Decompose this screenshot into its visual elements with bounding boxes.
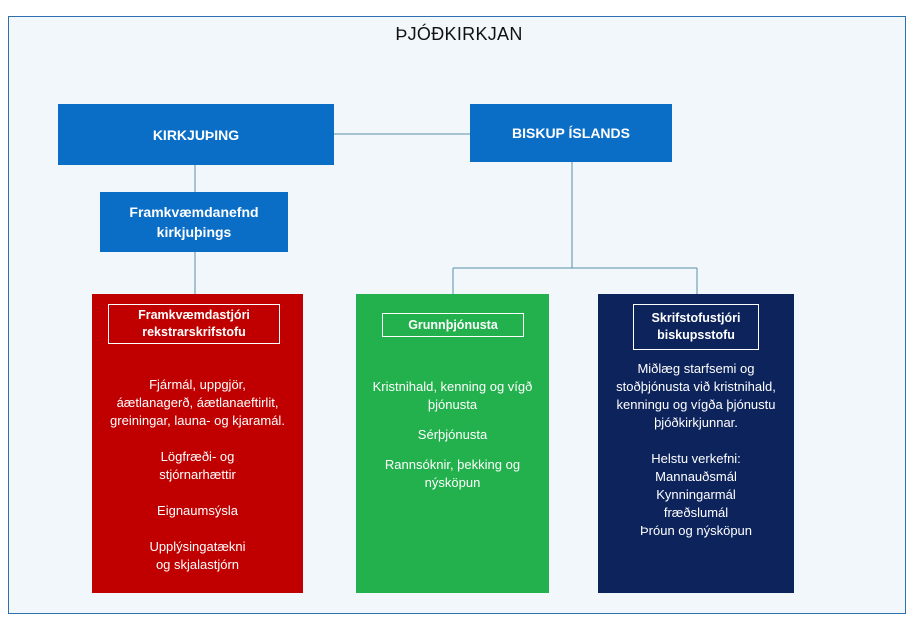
task-item: Kynningarmál: [656, 487, 736, 502]
kirkjuthing-label: KIRKJUÞING: [152, 126, 240, 143]
item-line: nýsköpun: [424, 475, 481, 490]
biskupsstofa-items: Miðlæg starfsemi og stoðþjónusta við kri…: [598, 360, 794, 540]
item-line: Sérþjónusta: [417, 427, 488, 442]
chart-title: ÞJÓÐKIRKJAN: [395, 24, 523, 44]
biskupsstofa-header: Skrifstofustjóri biskupsstofu: [633, 304, 759, 350]
grunnthjonusta-panel: Grunnþjónusta Kristnihald, kenning og ví…: [356, 294, 549, 593]
grunnthjonusta-header: Grunnþjónusta: [382, 313, 524, 337]
biskupsstofa-panel: Skrifstofustjóri biskupsstofu Miðlæg sta…: [598, 294, 794, 593]
item-line: greiningar, launa- og kjaramál.: [110, 413, 285, 428]
rekstrarskrifstofa-panel: Framkvæmdastjóri rekstrarskrifstofu Fjár…: [92, 294, 303, 593]
item-line: Kristnihald, kenning og vígð: [372, 379, 533, 394]
item-line: Upplýsingatækni: [149, 539, 246, 554]
item-line: áætlanagerð, áætlanaeftirlit,: [116, 395, 279, 410]
item-line: og skjalastjórn: [155, 557, 240, 572]
kirkjuthing-box: KIRKJUÞING: [58, 104, 334, 165]
description-line: stoðþjónusta við kristnihald,: [616, 379, 776, 394]
grunnthjonusta-items: Kristnihald, kenning og vígð þjónusta Sé…: [356, 378, 549, 492]
task-item: Þróun og nýsköpun: [639, 523, 753, 538]
header-line: rekstrarskrifstofu: [142, 325, 246, 339]
tasks-title: Helstu verkefni:: [651, 451, 741, 466]
description-line: Miðlæg starfsemi og: [637, 361, 755, 376]
item-line: Eignaumsýsla: [157, 503, 238, 518]
header-line: Skrifstofustjóri: [651, 311, 741, 325]
task-item: fræðslumál: [663, 505, 729, 520]
item-line: stjórnarhættir: [159, 467, 236, 482]
item-line: Lögfræði- og: [160, 449, 235, 464]
framkvaemdanefnd-label-line2: kirkjuþings: [156, 224, 232, 240]
biskup-islands-label: BISKUP ÍSLANDS: [512, 125, 630, 141]
biskup-islands-box: BISKUP ÍSLANDS: [470, 104, 672, 162]
description-line: þjóðkirkjunnar.: [654, 415, 738, 430]
item-line: þjónusta: [427, 397, 478, 412]
rekstrarskrifstofa-items: Fjármál, uppgjör, áætlanagerð, áætlanaef…: [92, 376, 303, 574]
framkvaemdanefnd-box: Framkvæmdanefnd kirkjuþings: [100, 192, 288, 252]
rekstrarskrifstofa-header: Framkvæmdastjóri rekstrarskrifstofu: [108, 304, 280, 344]
framkvaemdanefnd-label-line1: Framkvæmdanefnd: [129, 204, 259, 220]
header-line: Framkvæmdastjóri: [138, 308, 250, 322]
task-item: Mannauðsmál: [655, 469, 737, 484]
header-line: biskupsstofu: [657, 328, 735, 342]
item-line: Fjármál, uppgjör,: [149, 377, 246, 392]
description-line: kenningu og vígða þjónustu: [616, 397, 776, 412]
item-line: Rannsóknir, þekking og: [384, 457, 521, 472]
